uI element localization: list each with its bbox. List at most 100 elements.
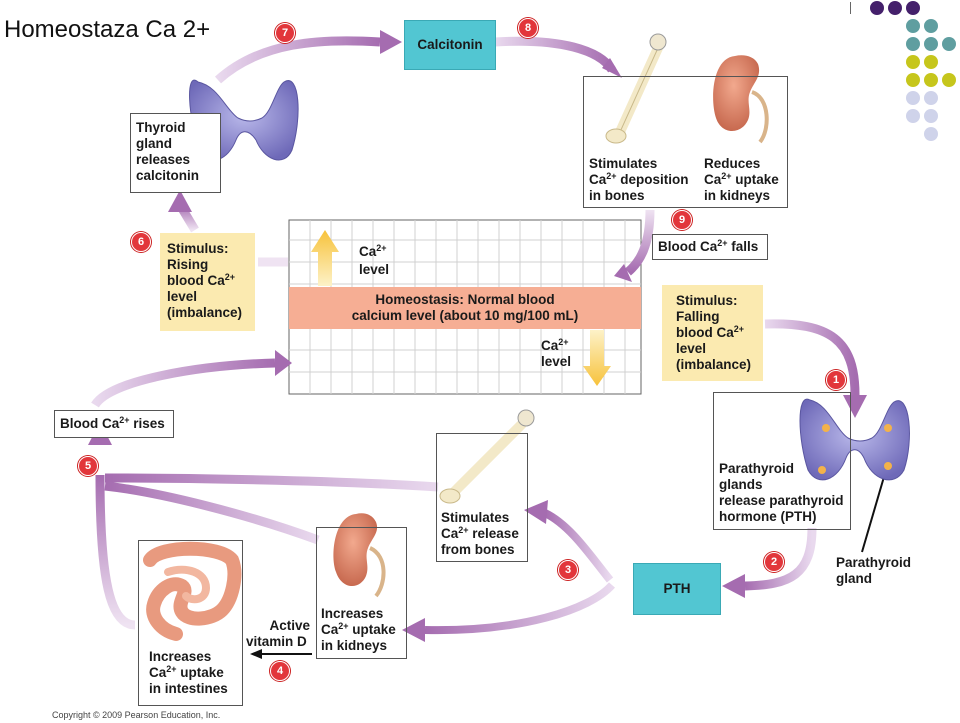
rising-arrow bbox=[311, 230, 339, 286]
blood-falls-label: Blood Ca2+ falls bbox=[658, 238, 759, 255]
parathyroid-release-line-4: hormone (PTH) bbox=[719, 509, 817, 524]
bone-illustration-top bbox=[605, 33, 667, 144]
homeostasis-grid bbox=[288, 219, 642, 395]
active-vitamin-d-line-1: Active bbox=[269, 618, 310, 633]
dot-lavender bbox=[906, 91, 920, 105]
bone-release-line-1: Stimulates bbox=[441, 510, 510, 525]
parathyroid-release-box bbox=[713, 392, 851, 530]
kidney-illustration-top bbox=[713, 55, 769, 144]
rising-ca-label: Ca2+ bbox=[359, 243, 387, 260]
step-marker-9: 9 bbox=[672, 210, 692, 230]
stimulus-falling-line-2: Falling bbox=[676, 309, 720, 324]
dot-teal bbox=[906, 37, 920, 51]
dot-teal bbox=[906, 19, 920, 33]
intestine-uptake-line-2: Ca2+ uptake bbox=[149, 664, 224, 681]
dot-teal bbox=[924, 19, 938, 33]
dot-lavender bbox=[924, 109, 938, 123]
thyroid-box: Thyroid gland releases calcitonin bbox=[130, 113, 221, 193]
falling-level-label: level bbox=[541, 354, 572, 369]
step-marker-2: 2 bbox=[764, 552, 784, 572]
dot-olive bbox=[906, 55, 920, 69]
stimulus-rising-line-5: (imbalance) bbox=[167, 305, 243, 320]
parathyroid-gland-line-2: gland bbox=[836, 571, 872, 586]
bone-illustration-mid bbox=[439, 409, 535, 504]
dot-teal bbox=[924, 37, 938, 51]
homeostasis-line-1: Homeostasis: Normal blood bbox=[375, 292, 555, 307]
parathyroid-gland-line-1: Parathyroid bbox=[836, 555, 912, 570]
stimulus-rising-line-2: Rising bbox=[167, 257, 209, 272]
step-marker-5: 5 bbox=[78, 456, 98, 476]
bone-release-line-3: from bones bbox=[441, 542, 515, 557]
thyroid-line-4: calcitonin bbox=[136, 168, 200, 183]
thyroid-line-1: Thyroid bbox=[136, 120, 186, 135]
step-marker-6: 6 bbox=[131, 232, 151, 252]
dot-olive bbox=[924, 73, 938, 87]
stimulus-falling-box: Stimulus: Falling blood Ca2+ level (imba… bbox=[662, 285, 763, 381]
dot-lavender bbox=[924, 91, 938, 105]
parathyroid-release-line-2: glands bbox=[719, 477, 763, 492]
intestines-illustration bbox=[143, 541, 242, 641]
stimulates-deposition-line-1: Stimulates bbox=[589, 156, 658, 171]
calcitonin-box: Calcitonin bbox=[404, 20, 496, 70]
stimulus-falling-line-1: Stimulus: bbox=[676, 293, 738, 308]
stimulates-deposition-line-3: in bones bbox=[589, 188, 645, 203]
step-marker-4: 4 bbox=[270, 661, 290, 681]
parathyroid-release-line-3: release parathyroid bbox=[719, 493, 844, 508]
step-marker-8: 8 bbox=[518, 18, 538, 38]
dot-olive bbox=[942, 73, 956, 87]
kidney-illustration-bottom bbox=[333, 513, 386, 598]
dot-lavender bbox=[924, 127, 938, 141]
kidney-uptake-line-3: in kidneys bbox=[321, 638, 388, 653]
dot-purple bbox=[870, 1, 884, 15]
calcitonin-label: Calcitonin bbox=[417, 37, 483, 52]
calcitonin-effects-box bbox=[583, 76, 788, 208]
stimulus-rising-line-4: level bbox=[167, 289, 198, 304]
stimulus-falling-line-5: (imbalance) bbox=[676, 357, 752, 372]
stimulates-deposition-line-2: Ca2+ deposition bbox=[589, 171, 689, 188]
dot-lavender bbox=[906, 109, 920, 123]
parathyroid-illustration bbox=[799, 398, 910, 481]
copyright-text: Copyright © 2009 Pearson Education, Inc. bbox=[52, 710, 221, 720]
pth-label: PTH bbox=[663, 581, 691, 596]
stimulus-falling-line-4: level bbox=[676, 341, 707, 356]
blood-rises-box: Blood Ca2+ rises bbox=[54, 410, 174, 438]
intestine-uptake-line-3: in intestines bbox=[149, 681, 228, 696]
bone-release-box bbox=[436, 433, 528, 562]
dot-purple bbox=[888, 1, 902, 15]
intestine-uptake-line-1: Increases bbox=[149, 649, 212, 664]
stimulus-rising-line-3: blood Ca2+ bbox=[167, 272, 236, 289]
thyroid-line-2: gland bbox=[136, 136, 172, 151]
blood-rises-label: Blood Ca2+ rises bbox=[60, 415, 165, 432]
gland-pointer bbox=[861, 469, 887, 553]
dot-olive bbox=[906, 73, 920, 87]
thyroid-line-3: releases bbox=[136, 152, 191, 167]
falling-arrow bbox=[583, 330, 611, 386]
falling-ca-label: Ca2+ bbox=[541, 337, 569, 354]
step-marker-3: 3 bbox=[558, 560, 578, 580]
rising-level-label: level bbox=[359, 262, 390, 277]
dot-purple bbox=[906, 1, 920, 15]
slide-title: Homeostaza Ca 2+ bbox=[4, 16, 211, 43]
step-marker-7: 7 bbox=[275, 23, 295, 43]
blood-falls-box: Blood Ca2+ falls bbox=[652, 234, 768, 260]
reduces-line-2: Ca2+ uptake bbox=[704, 171, 779, 188]
flow-arrows bbox=[91, 36, 860, 635]
intestine-uptake-box bbox=[138, 540, 243, 706]
reduces-line-1: Reduces bbox=[704, 156, 761, 171]
arrow-heads bbox=[88, 30, 867, 642]
step-marker-1: 1 bbox=[826, 370, 846, 390]
pth-box: PTH bbox=[633, 563, 721, 615]
thin-divider bbox=[850, 2, 851, 14]
reduces-line-3: in kidneys bbox=[704, 188, 771, 203]
stimulus-rising-box: Stimulus: Rising blood Ca2+ level (imbal… bbox=[160, 233, 255, 331]
vitamin-d-arrow bbox=[250, 649, 312, 659]
homeostasis-line-2: calcium level (about 10 mg/100 mL) bbox=[351, 308, 579, 323]
bone-release-line-2: Ca2+ release bbox=[441, 525, 519, 542]
parathyroid-release-line-1: Parathyroid bbox=[719, 461, 795, 476]
kidney-uptake-line-1: Increases bbox=[321, 606, 384, 621]
dot-teal bbox=[942, 37, 956, 51]
stimulus-rising-line-1: Stimulus: bbox=[167, 241, 229, 256]
kidney-uptake-line-2: Ca2+ uptake bbox=[321, 621, 396, 638]
